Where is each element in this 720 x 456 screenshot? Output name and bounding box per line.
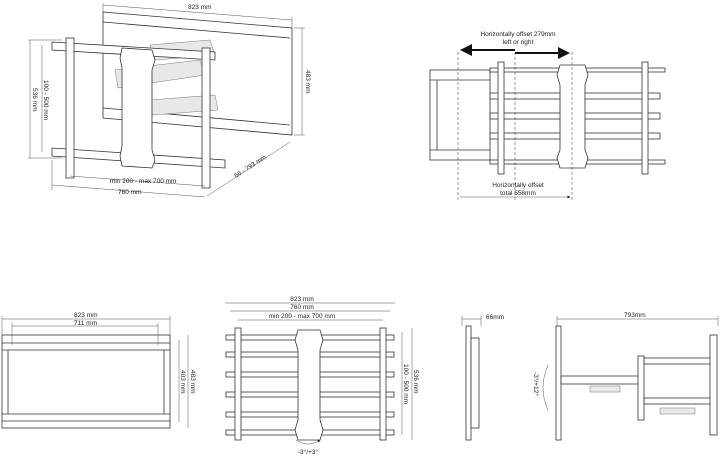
dim-vesa-range: 100 - 500 mm: [402, 364, 409, 404]
dim-vesa-width-range: min 200 - max 700 mm: [110, 178, 176, 185]
tilt-arrow-icon: [542, 364, 549, 411]
dim-depth: 66mm: [486, 314, 504, 321]
offset-label-2: left or right: [503, 39, 534, 46]
offset-total-label: Horizontally offset: [492, 182, 544, 189]
dim-vesa-width: 760 mm: [118, 189, 141, 196]
rotation-label: -3°/+3°: [298, 448, 319, 456]
left-rail: [65, 37, 75, 179]
dim-vesa-height: 536 mm: [31, 88, 38, 111]
offset-view: Horizontally offset 279mm left or right …: [429, 31, 666, 200]
dim-depth: 793mm: [624, 312, 646, 319]
side-extended-view: 793mm -3°/+12°: [532, 312, 719, 441]
side-folded-view: 66mm: [461, 314, 504, 441]
right-rail: [379, 327, 387, 441]
front-view: 823 mm 760 mm min 200 - max 700 mm 536 m…: [225, 296, 419, 456]
wall-plate: [1, 334, 171, 429]
wall-plate: [709, 334, 718, 436]
wall-plate: [429, 69, 491, 161]
left-rail: [497, 61, 505, 175]
dim-vesa-width-range: min 200 - max 700 mm: [269, 313, 335, 320]
offset-label: Horizontally offset 279mm: [480, 31, 555, 38]
dim-width: 823 mm: [290, 296, 313, 303]
dim-height: 483 mm: [304, 70, 311, 93]
right-rail: [201, 47, 211, 189]
dim-height: 483 mm: [189, 370, 196, 393]
rotation-arrow-icon: [295, 439, 321, 445]
dim-vesa-range: 100 - 500 mm: [42, 80, 49, 120]
dim-inner-width: 711 mm: [74, 320, 97, 327]
center-plate: [119, 47, 156, 169]
dim-vesa-width: 760 mm: [290, 304, 313, 311]
wallplate-view: 823 mm 711 mm 483 mm 403 mm: [1, 312, 196, 429]
tilt-label: -3°/+12°: [532, 372, 540, 396]
center-plate: [556, 64, 589, 169]
right-rail: [641, 61, 649, 175]
offset-total-label-2: total 558mm: [500, 190, 536, 197]
left-rail: [234, 327, 242, 441]
center-plate: [294, 329, 324, 441]
arm: [560, 375, 642, 385]
dim-width: 823 mm: [188, 4, 211, 11]
dim-inner-height: 403 mm: [179, 370, 186, 393]
dim-vesa-height: 536 mm: [412, 370, 419, 393]
dim-depth: 66 - 793 mm: [233, 154, 267, 180]
dim-width: 823 mm: [74, 312, 97, 319]
isometric-view: 823 mm 483 mm 536 mm 100 - 500 mm min 20…: [28, 3, 311, 198]
